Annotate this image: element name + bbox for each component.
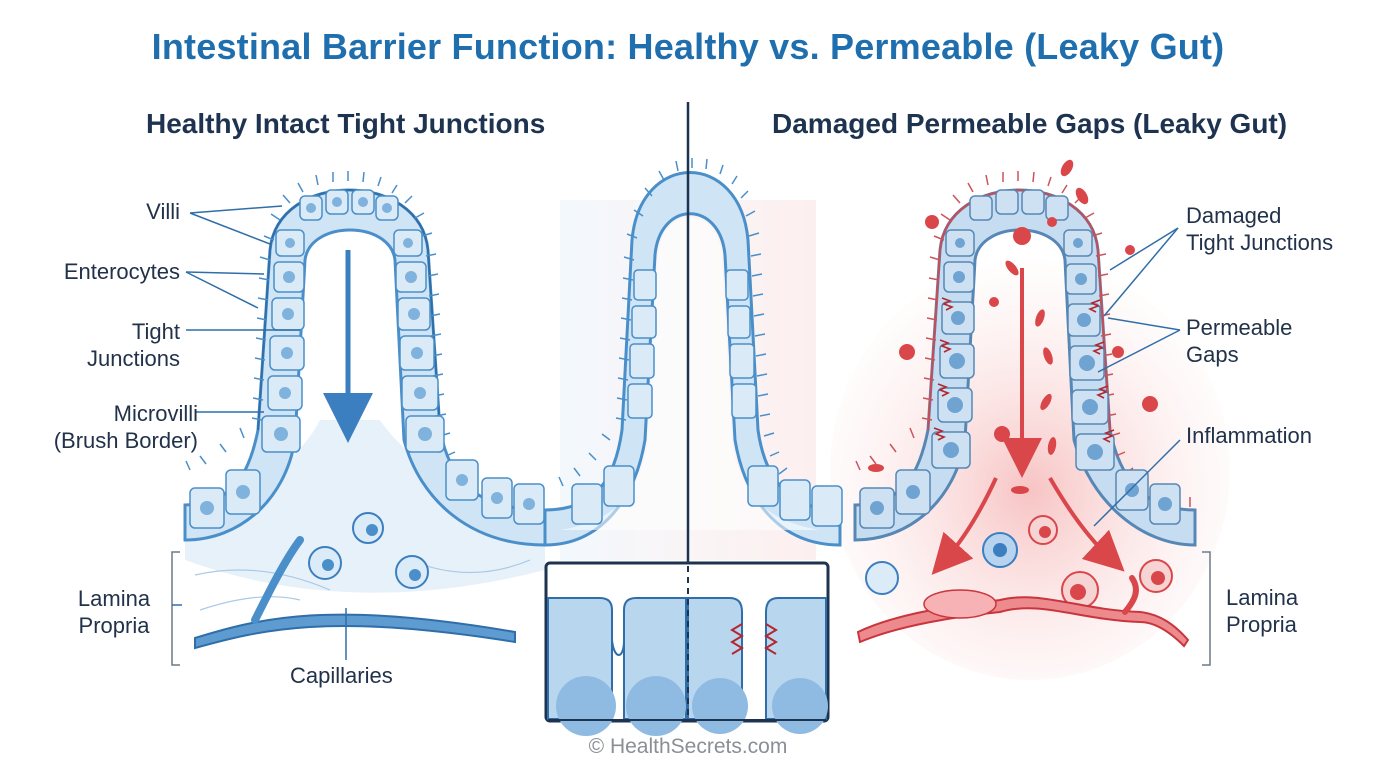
leak-arrows: [931, 268, 1125, 575]
label-permeable-line1: Permeable: [1186, 315, 1293, 340]
label-inflammation: Inflammation: [1186, 423, 1312, 448]
label-tight-junctions: Tight Junctions: [87, 318, 180, 372]
label-enterocytes: Enterocytes: [63, 259, 180, 284]
label-tight-line2: Junctions: [87, 346, 180, 371]
label-permeable-gaps: Permeable Gaps: [1186, 314, 1292, 368]
center-villus: [543, 171, 842, 547]
label-capillaries: Capillaries: [290, 663, 393, 688]
label-lamina-right: Lamina Propria: [1226, 584, 1298, 638]
pathogen-particles: [868, 159, 1158, 494]
label-lamina-left-line2: Propria: [78, 613, 150, 638]
nuclei-right: [870, 238, 1172, 515]
label-damaged-tight-junctions: Damaged Tight Junctions: [1186, 202, 1333, 256]
label-lamina-left-line1: Lamina: [77, 586, 151, 611]
page-title: Intestinal Barrier Function: Healthy vs.…: [151, 26, 1225, 67]
enterocyte-cells-left: [189, 189, 545, 529]
bracket-right: [1202, 551, 1211, 666]
label-permeable-line2: Gaps: [1186, 342, 1239, 367]
healthy-panel-title: Healthy Intact Tight Junctions: [146, 108, 546, 139]
enterocyte-cells-center: [571, 269, 843, 527]
microvilli-fringe-center: [558, 158, 826, 504]
leader-lines-right: [1093, 227, 1181, 527]
label-villi: Villi: [146, 199, 180, 224]
damaged-junction-gaps: [933, 297, 1115, 443]
label-lamina-left: Lamina Propria: [70, 585, 158, 639]
capillary-left: [194, 613, 516, 650]
label-lamina-right-line1: Lamina: [1226, 585, 1299, 610]
inflammation-glow: [830, 260, 1230, 680]
label-microvilli-line2: (Brush Border): [53, 428, 198, 453]
label-tight-line1: Tight: [131, 319, 180, 344]
tight-junction-inset: [544, 561, 830, 736]
bracket-left: [171, 551, 180, 666]
nuclei-left: [200, 197, 535, 515]
copyright-footer: © HealthSecrets.com: [588, 735, 788, 758]
leader-lines-left: [172, 205, 347, 660]
leaky-panel-title: Damaged Permeable Gaps (Leaky Gut): [772, 108, 1288, 139]
healthy-background: [185, 420, 545, 593]
label-lamina-right-line2: Propria: [1226, 612, 1297, 637]
label-microvilli-line1: Microvilli: [113, 401, 198, 426]
label-damaged-line2: Tight Junctions: [1186, 230, 1334, 255]
label-damaged-line1: Damaged: [1186, 203, 1282, 228]
label-microvilli: Microvilli (Brush Border): [54, 400, 198, 454]
